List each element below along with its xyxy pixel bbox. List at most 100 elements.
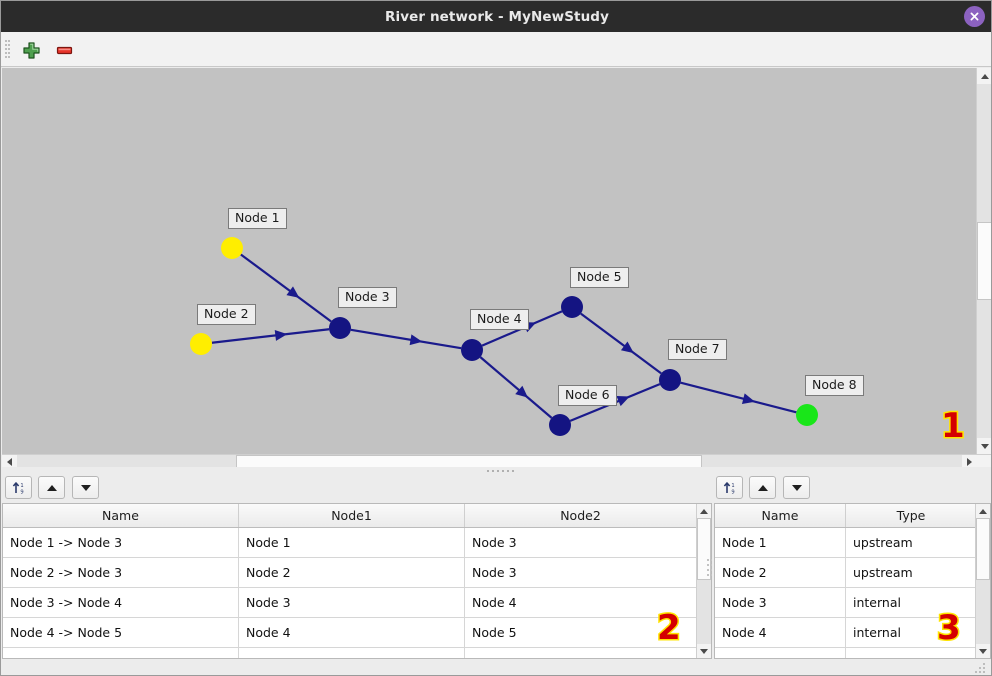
graph-node-node-8[interactable] <box>796 404 818 426</box>
links-cell[interactable]: Node 1 -> Node 3 <box>3 528 239 557</box>
links-cell[interactable]: Node 2 -> Node 3 <box>3 558 239 587</box>
links-column-header[interactable]: Node1 <box>239 504 465 527</box>
graph-node-label-node-6[interactable]: Node 6 <box>558 385 617 406</box>
nodes-table-vertical-scrollbar[interactable] <box>975 504 990 658</box>
graph-node-label-node-5[interactable]: Node 5 <box>570 267 629 288</box>
graph-node-label-node-3[interactable]: Node 3 <box>338 287 397 308</box>
graph-edge-arrowhead <box>275 330 288 341</box>
nodes-vscroll-thumb[interactable] <box>976 518 990 580</box>
panel-splitter[interactable] <box>2 467 992 474</box>
graph-scroll-down-button[interactable] <box>977 438 992 454</box>
links-sort-button[interactable]: 1 9 <box>5 476 32 499</box>
graph-node-label-node-1[interactable]: Node 1 <box>228 208 287 229</box>
links-table[interactable]: NameNode1Node2 Node 1 -> Node 3Node 1Nod… <box>2 503 712 659</box>
links-table-toolbar: 1 9 <box>2 474 713 502</box>
links-scroll-up-button[interactable] <box>697 504 711 518</box>
links-column-header[interactable]: Node2 <box>465 504 696 527</box>
table-row[interactable]: Node 1upstream <box>715 528 990 558</box>
window-resize-grip[interactable] <box>975 663 986 674</box>
graph-vertical-scrollbar[interactable] <box>976 68 992 454</box>
svg-text:1: 1 <box>20 483 23 489</box>
move-down-icon <box>81 485 91 491</box>
links-cell[interactable]: Node 2 <box>239 558 465 587</box>
graph-node-label-node-7[interactable]: Node 7 <box>668 339 727 360</box>
nodes-scroll-down-button[interactable] <box>976 644 990 658</box>
graph-edge <box>351 330 461 348</box>
nodes-sort-button[interactable]: 1 9 <box>716 476 743 499</box>
links-cell[interactable] <box>239 648 465 659</box>
sort-arrow-icon: 1 9 <box>12 481 26 495</box>
links-cell[interactable]: Node 4 -> Node 5 <box>3 618 239 647</box>
graph-horizontal-scrollbar[interactable] <box>2 454 992 468</box>
graph-node-node-5[interactable] <box>561 296 583 318</box>
remove-minus-icon[interactable] <box>52 38 76 62</box>
graph-edge <box>480 357 551 418</box>
links-cell[interactable]: Node 3 <box>465 558 696 587</box>
links-cell[interactable]: Node 3 <box>239 588 465 617</box>
chevron-down-icon <box>981 444 989 449</box>
links-cell[interactable] <box>465 648 696 659</box>
table-row[interactable]: Node 3 -> Node 4Node 3Node 4 <box>3 588 711 618</box>
move-down-icon <box>792 485 802 491</box>
bottom-panels: 1 9 NameNode1Node2 Node 1 -> Node 3Node … <box>2 474 992 676</box>
close-icon[interactable] <box>964 6 985 27</box>
graph-node-node-3[interactable] <box>329 317 351 339</box>
nodes-table-header: NameType <box>715 504 990 528</box>
graph-node-node-2[interactable] <box>190 333 212 355</box>
table-row[interactable]: Node 2 -> Node 3Node 2Node 3 <box>3 558 711 588</box>
graph-node-node-7[interactable] <box>659 369 681 391</box>
table-row[interactable]: Node 2upstream <box>715 558 990 588</box>
nodes-cell[interactable]: Node 2 <box>715 558 846 587</box>
links-move-up-button[interactable] <box>38 476 65 499</box>
chevron-up-icon <box>700 509 708 514</box>
move-up-icon <box>47 485 57 491</box>
links-cell[interactable] <box>3 648 239 659</box>
graph-node-node-4[interactable] <box>461 339 483 361</box>
nodes-cell[interactable] <box>846 648 976 659</box>
links-cell[interactable]: Node 3 <box>465 528 696 557</box>
add-plus-icon[interactable] <box>19 38 43 62</box>
graph-scroll-up-button[interactable] <box>977 68 992 84</box>
table-row[interactable] <box>715 648 990 659</box>
nodes-cell[interactable]: upstream <box>846 558 976 587</box>
table-row[interactable] <box>3 648 711 659</box>
nodes-scroll-up-button[interactable] <box>976 504 990 518</box>
graph-vscroll-thumb[interactable] <box>977 222 992 300</box>
nodes-cell[interactable]: Node 1 <box>715 528 846 557</box>
annotation-marker-1: 1 <box>941 409 965 443</box>
links-scroll-down-button[interactable] <box>697 644 711 658</box>
nodes-cell[interactable]: Node 4 <box>715 618 846 647</box>
nodes-move-down-button[interactable] <box>783 476 810 499</box>
close-x-glyph <box>969 11 980 22</box>
nodes-cell[interactable] <box>715 648 846 659</box>
chevron-down-icon <box>700 649 708 654</box>
chevron-up-icon <box>979 509 987 514</box>
window-title: River network - MyNewStudy <box>385 9 609 25</box>
nodes-move-up-button[interactable] <box>749 476 776 499</box>
annotation-marker-3: 3 <box>937 611 961 645</box>
links-table-vertical-scrollbar[interactable] <box>696 504 711 658</box>
river-network-canvas[interactable]: Node 1 Node 2 Node 3 Node 4 Node 5 Node 6 Node… <box>2 68 992 454</box>
graph-node-node-1[interactable] <box>221 237 243 259</box>
nodes-cell[interactable]: upstream <box>846 528 976 557</box>
svg-text:9: 9 <box>20 489 23 495</box>
table-row[interactable]: Node 4 -> Node 5Node 4Node 5 <box>3 618 711 648</box>
links-cell[interactable]: Node 3 -> Node 4 <box>3 588 239 617</box>
nodes-column-header[interactable]: Type <box>846 504 976 527</box>
table-row[interactable]: Node 1 -> Node 3Node 1Node 3 <box>3 528 711 558</box>
title-bar: River network - MyNewStudy <box>1 1 992 32</box>
graph-node-label-node-2[interactable]: Node 2 <box>197 304 256 325</box>
nodes-cell[interactable]: Node 3 <box>715 588 846 617</box>
links-column-header[interactable]: Name <box>3 504 239 527</box>
toolbar-drag-handle[interactable] <box>5 40 10 59</box>
links-move-down-button[interactable] <box>72 476 99 499</box>
links-cell[interactable]: Node 1 <box>239 528 465 557</box>
graph-node-node-6[interactable] <box>549 414 571 436</box>
links-cell[interactable]: Node 4 <box>239 618 465 647</box>
graph-node-label-node-8[interactable]: Node 8 <box>805 375 864 396</box>
links-table-body: Node 1 -> Node 3Node 1Node 3Node 2 -> No… <box>3 528 711 659</box>
bottom-panels-splitter[interactable] <box>707 559 712 581</box>
graph-node-label-node-4[interactable]: Node 4 <box>470 309 529 330</box>
nodes-column-header[interactable]: Name <box>715 504 846 527</box>
